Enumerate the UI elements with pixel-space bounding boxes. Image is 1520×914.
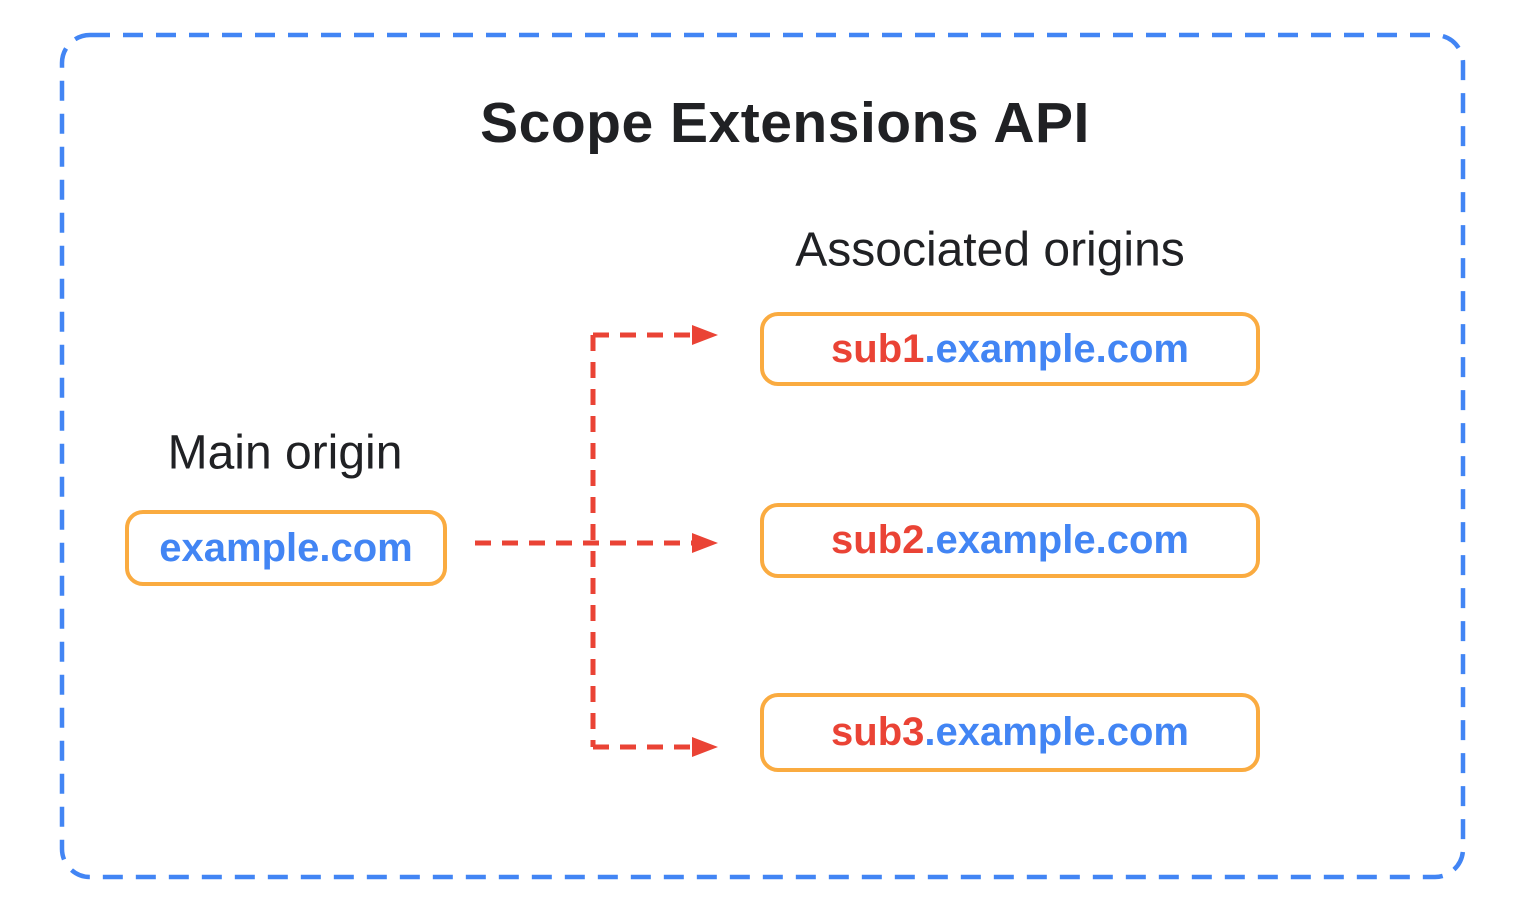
associated-origin-box-sub2: sub2.example.com <box>760 503 1260 578</box>
domain-suffix-text: .example.com <box>924 710 1189 754</box>
associated-origin-box-sub1: sub1.example.com <box>760 312 1260 386</box>
associated-origins-label: Associated origins <box>795 223 1185 277</box>
domain-suffix-text: .example.com <box>924 518 1189 562</box>
associated-origin-domain: sub3.example.com <box>831 710 1189 755</box>
diagram-title: Scope Extensions API <box>480 91 1090 155</box>
main-origin-domain: example.com <box>159 525 413 570</box>
arrowhead-sub2-icon <box>692 533 718 553</box>
associated-origin-domain: sub1.example.com <box>831 327 1189 372</box>
main-origin-box: example.com <box>125 510 447 586</box>
domain-suffix-text: .example.com <box>924 326 1189 371</box>
arrowhead-sub1-icon <box>692 325 718 345</box>
main-origin-label: Main origin <box>167 426 403 480</box>
arrowhead-sub3-icon <box>692 737 718 757</box>
subdomain-text: sub2 <box>831 518 925 562</box>
associated-origin-domain: sub2.example.com <box>831 518 1189 563</box>
subdomain-text: sub1 <box>831 326 925 371</box>
associated-origin-box-sub3: sub3.example.com <box>760 693 1260 772</box>
subdomain-text: sub3 <box>831 710 925 754</box>
